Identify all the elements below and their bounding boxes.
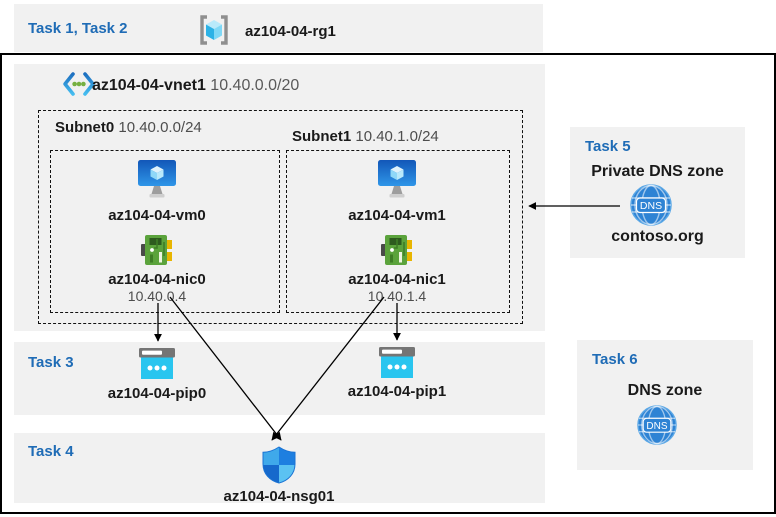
nic0-ip: 10.40.0.4 <box>127 288 187 304</box>
pip1-label: az104-04-pip1 <box>347 383 447 400</box>
dns-zone-title: DNS zone <box>627 382 703 399</box>
nsg-label: az104-04-nsg01 <box>223 488 335 505</box>
subnet1-title: Subnet1 10.40.1.0/24 <box>292 128 439 145</box>
nic1-ip: 10.40.1.4 <box>367 288 427 304</box>
nsg-shield-icon <box>262 446 296 484</box>
task3-band: Task 3 <box>14 342 545 415</box>
task4-label: Task 4 <box>28 443 74 460</box>
task12-band: Task 1, Task 2 az104-04-rg1 <box>14 4 543 52</box>
subnet0-name: Subnet0 <box>55 119 115 136</box>
svg-text:DNS: DNS <box>640 200 662 212</box>
subnet0-cidr: 10.40.0.0/24 <box>118 119 202 136</box>
pip0-label: az104-04-pip0 <box>107 385 207 402</box>
nic1-label: az104-04-nic1 <box>348 271 446 288</box>
vm0-icon <box>137 159 177 201</box>
nic0-label: az104-04-nic0 <box>108 271 206 288</box>
private-dns-zone-name: contoso.org <box>611 228 704 245</box>
subnet1-cidr: 10.40.1.0/24 <box>355 128 439 145</box>
vnet-name: az104-04-vnet1 <box>92 77 206 94</box>
task6-label: Task 6 <box>592 351 638 368</box>
svg-text:DNS: DNS <box>646 421 667 432</box>
pip0-icon <box>139 348 175 379</box>
task6-box: Task 6 DNS zone DNS <box>577 340 753 470</box>
task5-label: Task 5 <box>585 138 631 155</box>
private-dns-zone-title: Private DNS zone <box>591 163 724 180</box>
subnet0-title: Subnet0 10.40.0.0/24 <box>55 119 202 136</box>
vnet-cidr: 10.40.0.0/20 <box>210 77 300 94</box>
nic0-icon <box>141 233 173 267</box>
subnet1-dashed-box <box>286 150 510 313</box>
task3-label: Task 3 <box>28 354 74 371</box>
vnet-title: az104-04-vnet1 10.40.0.0/20 <box>92 77 299 95</box>
resource-group-icon <box>198 14 230 46</box>
task12-label: Task 1, Task 2 <box>28 20 128 37</box>
vnet-box: az104-04-vnet1 10.40.0.0/20 Subnet0 10.4… <box>14 64 545 331</box>
nic1-icon <box>381 233 413 267</box>
resource-group-label: az104-04-rg1 <box>245 23 336 40</box>
pip1-icon <box>379 347 415 378</box>
vm1-label: az104-04-vm1 <box>348 207 446 224</box>
vm1-icon <box>377 159 417 201</box>
subnet0-dashed-box <box>50 150 280 313</box>
subnet1-name: Subnet1 <box>292 128 352 145</box>
virtual-network-icon <box>62 71 96 97</box>
task5-box: Task 5 Private DNS zone DNS contoso.org <box>570 127 745 258</box>
vm0-label: az104-04-vm0 <box>108 207 206 224</box>
dns-zone-globe-icon: DNS <box>637 405 677 445</box>
private-dns-globe-icon: DNS <box>630 184 672 226</box>
